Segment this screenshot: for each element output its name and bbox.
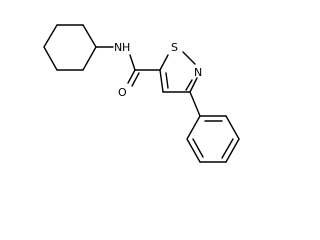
double-bond	[185, 79, 193, 91]
aromatic-double-bond	[221, 138, 234, 159]
carbonyl-bond	[131, 72, 140, 87]
isothiazole-ring	[159, 51, 198, 93]
aromatic-double-bond	[192, 138, 204, 158]
bond	[225, 115, 240, 140]
molecule-diagram: N H O S N	[43, 24, 240, 163]
amide-hydrogen-label: H	[122, 41, 130, 54]
ring-nitrogen-label: N	[194, 66, 202, 79]
double-bond	[159, 69, 164, 93]
ring-sulfur-label: S	[171, 41, 178, 54]
bond	[129, 54, 136, 71]
double-bond	[165, 72, 169, 89]
amide-nitrogen-label: N	[114, 41, 122, 54]
bond	[189, 77, 198, 93]
bond	[186, 138, 201, 163]
bond	[182, 51, 196, 65]
bond	[82, 46, 97, 71]
carbonyl-bond	[127, 69, 136, 84]
bond	[225, 138, 240, 163]
bond	[159, 54, 169, 71]
atom-labels: N H O S N	[114, 41, 202, 99]
bond	[186, 115, 201, 140]
phenyl-ring	[186, 91, 240, 163]
bond	[43, 46, 58, 71]
cyclohexyl-ring	[43, 24, 97, 71]
bond	[189, 91, 201, 117]
carbonyl-oxygen-label: O	[118, 86, 127, 99]
amide-linker	[95, 46, 161, 87]
bond	[82, 24, 97, 48]
bond	[43, 24, 58, 48]
